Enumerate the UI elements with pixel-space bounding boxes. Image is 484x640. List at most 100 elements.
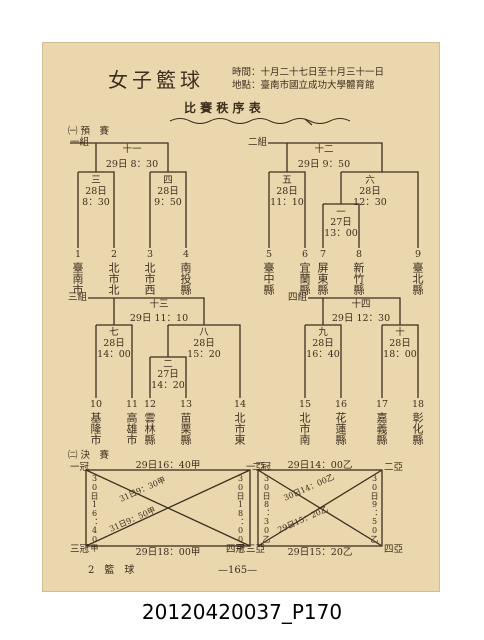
match-date: 28日: [389, 338, 411, 349]
team-name: 北市西: [143, 262, 156, 295]
match-number: 十二: [314, 144, 334, 155]
match-time: 15：20: [187, 349, 221, 360]
group-label: 四組: [288, 292, 308, 303]
team-number: 10: [89, 399, 103, 410]
match-number: 三: [91, 175, 101, 186]
subtitle: 比 賽 秩 序 表: [184, 101, 261, 115]
section-final: ㈡ 決 賽: [68, 450, 110, 461]
team-name: 新竹縣: [352, 262, 365, 295]
team-name: 屏東縣: [316, 262, 329, 295]
team-number: 6: [301, 249, 309, 260]
match-number: 八: [199, 327, 209, 338]
team-name: 北市北: [107, 262, 120, 295]
match-number: 十四: [351, 299, 371, 310]
match-date: 28日: [276, 186, 298, 197]
team-name: 苗栗縣: [179, 412, 192, 445]
match-time: 29日 9：50: [297, 159, 351, 170]
match-date: 28日: [359, 186, 381, 197]
match-number: 九: [318, 327, 328, 338]
match-number: 十三: [149, 299, 169, 310]
match-number: 十一: [122, 144, 142, 155]
match-time: 29日 12：30: [331, 313, 391, 324]
schedule-venue: 地點：臺南市國立成功大學體育館: [232, 80, 375, 91]
match-time: 9：50: [154, 197, 182, 208]
final-match-time: 29日16：40甲: [135, 460, 201, 471]
team-name: 臺北縣: [411, 262, 424, 295]
final-seed: 三冠: [70, 544, 90, 555]
schedule-time: 時間：十月二十七日至十月三十一日: [232, 67, 385, 78]
team-name: 北市南: [298, 412, 311, 445]
match-time: 11：10: [270, 197, 304, 208]
team-name: 宜蘭縣: [298, 262, 311, 295]
match-number: 十: [395, 327, 405, 338]
team-number: 3: [146, 249, 154, 260]
footer-label: 2 籃 球: [88, 565, 135, 576]
team-number: 18: [411, 399, 425, 410]
match-time: 18：00: [383, 349, 417, 360]
match-date: 28日: [157, 186, 179, 197]
match-time: 16：40: [306, 349, 340, 360]
team-number: 8: [355, 249, 363, 260]
final-match-time: 29日14：00乙: [287, 460, 353, 471]
team-number: 17: [375, 399, 389, 410]
team-number: 4: [182, 249, 190, 260]
team-number: 2: [110, 249, 118, 260]
final-match-time: 30日9：50乙: [370, 474, 379, 543]
final-seed: 四亞: [384, 544, 404, 555]
group-label: 一組: [70, 137, 90, 148]
scanned-page: [42, 42, 440, 592]
team-number: 16: [334, 399, 348, 410]
final-match-time: 29日15：20乙: [287, 547, 353, 558]
team-number: 11: [125, 399, 139, 410]
match-date: 27日: [330, 217, 352, 228]
final-seed: 一冠: [70, 462, 90, 473]
team-name: 北市東: [233, 412, 246, 445]
match-time: 29日 11：10: [129, 313, 189, 324]
section-preliminary: ㈠ 預 賽: [68, 126, 110, 137]
match-date: 27日: [157, 369, 179, 380]
team-number: 14: [233, 399, 247, 410]
match-date: 28日: [312, 338, 334, 349]
team-name: 基隆市: [89, 412, 102, 445]
match-number: 七: [109, 327, 119, 338]
team-number: 12: [143, 399, 157, 410]
team-name: 花蓮縣: [334, 412, 347, 445]
match-date: 28日: [103, 338, 125, 349]
match-time: 14：20: [151, 380, 185, 391]
match-time: 8：30: [82, 197, 110, 208]
match-date: 28日: [193, 338, 215, 349]
final-seed: 二亞: [384, 462, 404, 473]
final-match-time: 30日18：00甲: [236, 474, 245, 552]
team-name: 高雄市: [125, 412, 138, 445]
final-seed: 一亞: [246, 462, 266, 473]
match-number: 五: [282, 175, 292, 186]
match-time: 13：00: [324, 228, 358, 239]
match-number: 一: [336, 207, 346, 218]
match-date: 28日: [85, 186, 107, 197]
page-number: —165—: [218, 565, 258, 576]
team-number: 9: [414, 249, 422, 260]
match-time: 29日 8：30: [105, 159, 159, 170]
final-seed: 四冠: [226, 544, 246, 555]
team-number: 15: [298, 399, 312, 410]
group-label: 三組: [68, 292, 88, 303]
team-name: 雲林縣: [143, 412, 156, 445]
final-match-time: 30日8：30乙: [262, 474, 271, 543]
team-name: 嘉義縣: [375, 412, 388, 445]
team-name: 臺中縣: [262, 262, 275, 295]
team-name: 南投縣: [179, 262, 192, 295]
match-number: 二: [163, 359, 173, 370]
final-match-time: 29日18：00甲: [135, 547, 201, 558]
team-name: 彰化縣: [411, 412, 424, 445]
match-time: 12：30: [353, 197, 387, 208]
team-number: 1: [74, 249, 82, 260]
group-label: 二組: [248, 137, 268, 148]
match-time: 14：00: [97, 349, 131, 360]
team-number: 7: [319, 249, 327, 260]
final-seed: 三亞: [246, 544, 266, 555]
match-number: 四: [163, 175, 173, 186]
page-title: 女子籃球: [108, 68, 204, 92]
final-seed: 二冠: [252, 462, 272, 473]
team-number: 13: [179, 399, 193, 410]
